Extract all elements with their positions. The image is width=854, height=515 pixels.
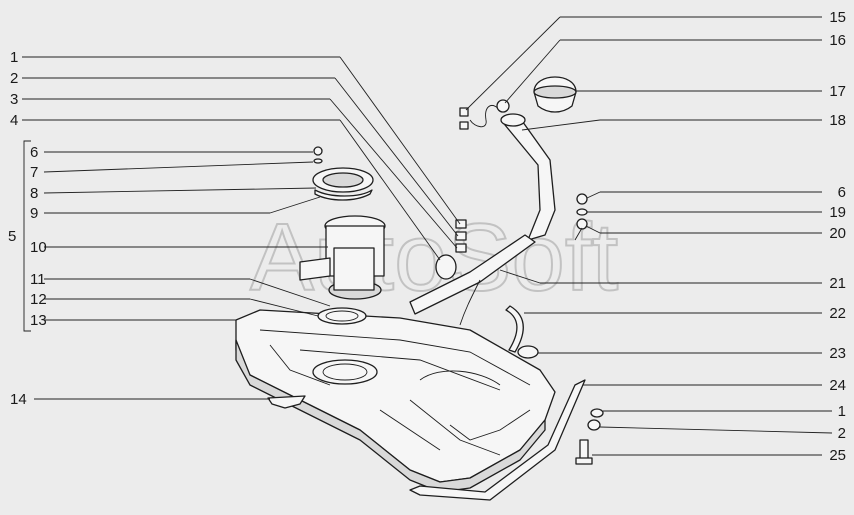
left-callout-2: 2 (10, 70, 18, 87)
right-callout-8: 22 (829, 305, 846, 322)
leaders-left (22, 56, 461, 400)
right-callout-1: 16 (829, 32, 846, 49)
left-callout-14: 14 (10, 391, 27, 408)
tank-strap (409, 379, 586, 501)
left-callout-4: 4 (10, 112, 18, 129)
left-callout-10: 10 (30, 239, 47, 256)
right-callout-10: 24 (829, 377, 846, 394)
callout-labels-right: 15 16 17 18 6 19 20 21 22 23 24 1 2 25 (829, 9, 846, 464)
left-callout-1: 1 (10, 49, 18, 66)
ring-clip (314, 189, 373, 201)
right-callout-4: 6 (838, 184, 846, 201)
washer-19 (576, 208, 588, 216)
nut-2 (455, 231, 467, 241)
right-callout-6: 20 (829, 225, 846, 242)
nut-1 (455, 219, 467, 229)
right-callout-11: 1 (838, 403, 846, 420)
left-callout-11: 11 (30, 271, 46, 288)
right-callout-7: 21 (829, 275, 846, 292)
lock-ring (312, 167, 374, 193)
washer-lower (590, 408, 604, 418)
tank-bracket (267, 395, 306, 409)
cap-tether (469, 105, 501, 128)
left-callout-13: 13 (30, 312, 47, 329)
right-callout-13: 25 (829, 447, 846, 464)
clamp-23 (517, 345, 539, 359)
leaders-right (465, 16, 833, 456)
filler-neck (500, 113, 556, 241)
nut-20 (576, 218, 588, 230)
left-callout-6: 6 (30, 144, 38, 161)
vent-hose (459, 279, 481, 326)
left-callout-9: 9 (30, 205, 38, 222)
group-bracket (23, 140, 31, 332)
filler-hose (409, 234, 536, 315)
right-callout-0: 15 (829, 9, 846, 26)
nut-3 (455, 243, 467, 253)
right-callout-3: 18 (829, 112, 846, 129)
washer-upper-left (313, 158, 323, 164)
hose-clamp (435, 254, 457, 280)
left-callout-7: 7 (30, 164, 38, 181)
left-callout-3: 3 (10, 91, 18, 108)
left-callout-12: 12 (30, 291, 47, 308)
right-callout-2: 17 (829, 83, 846, 100)
nut-15 (459, 107, 469, 117)
group-label: 5 (8, 228, 16, 245)
strap-bolt (575, 439, 593, 465)
nut-lower (587, 419, 601, 431)
right-callout-12: 2 (838, 425, 846, 442)
fuel-cap (533, 76, 577, 113)
nut-upper-left (313, 146, 323, 156)
right-callout-9: 23 (829, 345, 846, 362)
nut-6-right (576, 193, 588, 205)
pump-seal (317, 307, 367, 325)
fuel-pump-module (299, 215, 386, 300)
right-callout-5: 19 (829, 204, 846, 221)
hose-22 (505, 305, 524, 353)
left-callout-8: 8 (30, 185, 38, 202)
fuel-tank (235, 309, 556, 493)
